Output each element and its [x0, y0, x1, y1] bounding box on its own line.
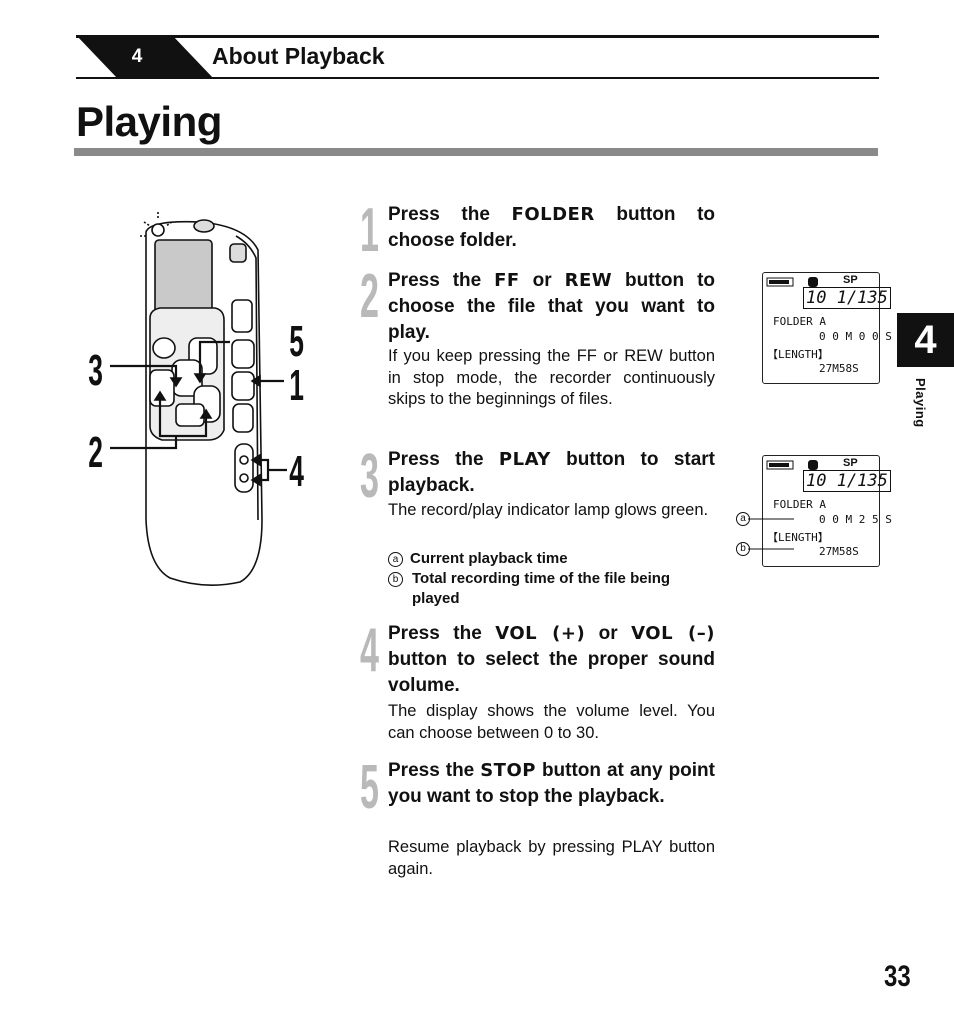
callout-marker-b: b — [388, 572, 403, 587]
chapter-side-label: Playing — [913, 378, 928, 428]
header-rule-bottom — [76, 77, 879, 79]
device-label-5: 5 — [289, 316, 304, 366]
step-2-note: If you keep pressing the FF or REW butto… — [388, 347, 715, 408]
section-title: About Playback — [212, 43, 385, 69]
chapter-tab-shape — [76, 35, 214, 79]
step-1-instruction: Press the FOLDER button to choose folder… — [388, 204, 715, 251]
header-rule-top — [76, 35, 879, 38]
device-label-4: 4 — [289, 446, 304, 496]
device-label-1: 1 — [289, 360, 304, 410]
recorder-illustration: 5 1 3 2 4 — [88, 212, 304, 586]
lcd-marker-a: a — [736, 512, 750, 526]
lcd-folder: FOLDER A — [773, 315, 826, 328]
lcd-mode: SP — [843, 457, 858, 469]
step-number-2: 2 — [360, 262, 379, 331]
lcd-mode: SP — [843, 274, 858, 286]
lcd-folder: FOLDER A — [773, 498, 826, 511]
lcd-counter: 10 1/135 — [803, 470, 891, 492]
step-number-3: 3 — [360, 442, 379, 511]
step-4-instruction: Press the VOL (+) or VOL (–) button to s… — [388, 623, 715, 696]
lcd-display-playing: SP 10 1/135 FOLDER A 0 0 M 2 5 S 【LENGTH… — [762, 455, 892, 567]
lcd-callout-lines — [748, 518, 794, 550]
lcd-length: 27M58S — [819, 545, 859, 558]
lcd-length-label: 【LENGTH】 — [767, 531, 829, 544]
callout-b: b Total recording time of the file being… — [388, 569, 718, 608]
step-number-4: 4 — [360, 616, 379, 685]
lcd-time: 0 0 M 2 5 S — [819, 513, 892, 526]
chapter-side-tab: 4 — [897, 313, 954, 367]
step-number-5: 5 — [360, 753, 379, 822]
lcd-marker-b: b — [736, 542, 750, 556]
step-2-instruction: Press the FF or REW button to choose the… — [388, 270, 716, 343]
page-title: Playing — [76, 98, 222, 145]
lcd-status-icons — [766, 277, 818, 287]
lcd-time: 0 0 M 0 0 S — [819, 330, 892, 343]
page-number: 33 — [884, 960, 911, 993]
lcd-counter: 10 1/135 — [803, 287, 891, 309]
chapter-number: 4 — [131, 46, 143, 67]
device-label-2: 2 — [88, 427, 103, 477]
step-5-instruction: Press the STOP button at any point you w… — [388, 760, 715, 807]
lcd-status-icons — [766, 460, 818, 470]
lcd-length: 27M58S — [819, 362, 859, 375]
step-3-note: The record/play indicator lamp glows gre… — [388, 501, 709, 519]
device-label-3: 3 — [88, 345, 103, 395]
title-rule — [74, 148, 878, 156]
step-5-note: Resume playback by pressing PLAY button … — [388, 838, 715, 878]
lcd-display-stop: SP 10 1/135 FOLDER A 0 0 M 0 0 S 【LENGTH… — [762, 272, 892, 384]
step-4-note: The display shows the volume level. You … — [388, 702, 715, 742]
callout-marker-a: a — [388, 552, 403, 567]
lcd-length-label: 【LENGTH】 — [767, 348, 829, 361]
step-number-1: 1 — [360, 196, 379, 265]
step-3-instruction: Press the PLAY button to start playback. — [388, 449, 715, 496]
